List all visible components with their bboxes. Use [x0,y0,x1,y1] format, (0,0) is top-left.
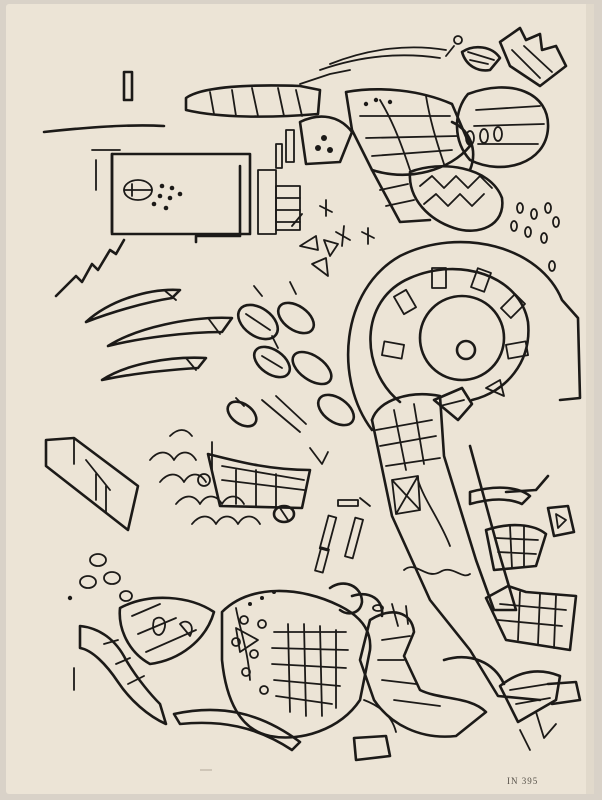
dash-marks [314,497,371,574]
ship-form [197,441,329,524]
paper-edge-shadow [586,4,594,794]
crest-form [298,88,472,177]
bottom-ribbon-left [78,624,302,752]
horn-blades [84,288,234,382]
top-fish-form [184,46,447,118]
scattered-marks [275,129,375,277]
inventory-number-label: IN 395 [507,776,539,786]
bottom-creature-right [328,582,582,762]
flag-forms [468,474,576,572]
paper-background [6,4,594,794]
concentric-circle-form [346,240,582,432]
boat-shapes [226,281,356,433]
bottom-creature-left [67,553,216,691]
left-edge-mark [42,124,166,134]
crowned-head [445,26,568,88]
staircase [54,238,126,298]
wedge-block [44,436,140,532]
small-vertical-bar [122,70,134,102]
dot-cluster [510,202,560,272]
bottom-creature-center [220,589,372,739]
building-structure [91,149,301,244]
right-bulbous-forms [370,86,550,232]
